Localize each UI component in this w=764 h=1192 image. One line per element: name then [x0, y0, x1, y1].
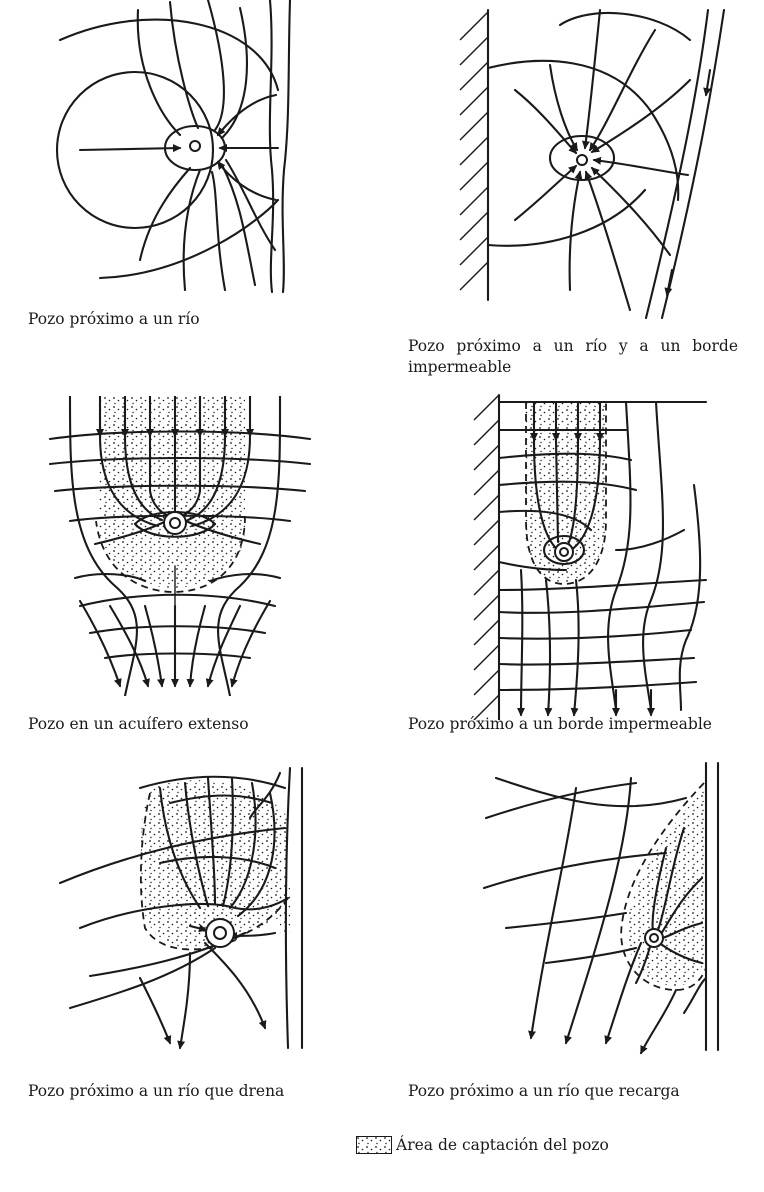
caption-panel-5: Pozo próximo a un río que drena	[28, 1082, 285, 1100]
well-icon	[576, 154, 588, 166]
well-icon	[213, 926, 227, 940]
stipple-square-icon	[356, 1136, 392, 1154]
capture-zone-boundary	[95, 515, 246, 593]
capture-zone	[98, 396, 245, 588]
legend: Área de captación del pozo	[356, 1134, 609, 1156]
caption-panel-2-line-2: impermeable	[408, 358, 512, 376]
boundary-hatching	[473, 394, 500, 720]
well-icon	[559, 547, 569, 557]
well-icon	[189, 140, 201, 152]
panel-well-near-river	[40, 0, 330, 300]
river-bank	[268, 0, 275, 294]
caption-panel-2-line-1: Pozo próximo a un río y a un borde	[408, 337, 738, 355]
capture-zone-boundary	[525, 402, 607, 585]
capture-zone-boundary	[620, 782, 707, 991]
well-icon	[169, 517, 181, 529]
panel-well-near-boundary	[466, 390, 736, 720]
panel-well-extensive-aquifer	[40, 396, 325, 696]
river-bank	[281, 0, 292, 294]
panel-well-near-recharging-river	[466, 758, 736, 1058]
equipotential	[548, 134, 616, 182]
equipotential	[55, 70, 215, 230]
river-bank	[660, 8, 726, 320]
caption-panel-2: Pozo próximo a un río y a un borde imper…	[408, 336, 738, 378]
caption-panel-1: Pozo próximo a un río	[28, 310, 200, 328]
legend-label: Área de captación del pozo	[396, 1136, 609, 1154]
panel-well-near-draining-river	[40, 758, 325, 1053]
well-icon	[649, 933, 659, 943]
capture-zone	[524, 402, 606, 582]
boundary-hatching	[459, 11, 489, 291]
caption-panel-4: Pozo próximo a un borde impermeable	[408, 715, 712, 733]
caption-panel-6: Pozo próximo a un río que recarga	[408, 1082, 680, 1100]
river-bank	[644, 8, 710, 320]
capture-zone-boundary	[139, 792, 241, 951]
caption-panel-3: Pozo en un acuífero extenso	[28, 715, 249, 733]
panel-well-near-river-and-boundary	[440, 0, 740, 330]
